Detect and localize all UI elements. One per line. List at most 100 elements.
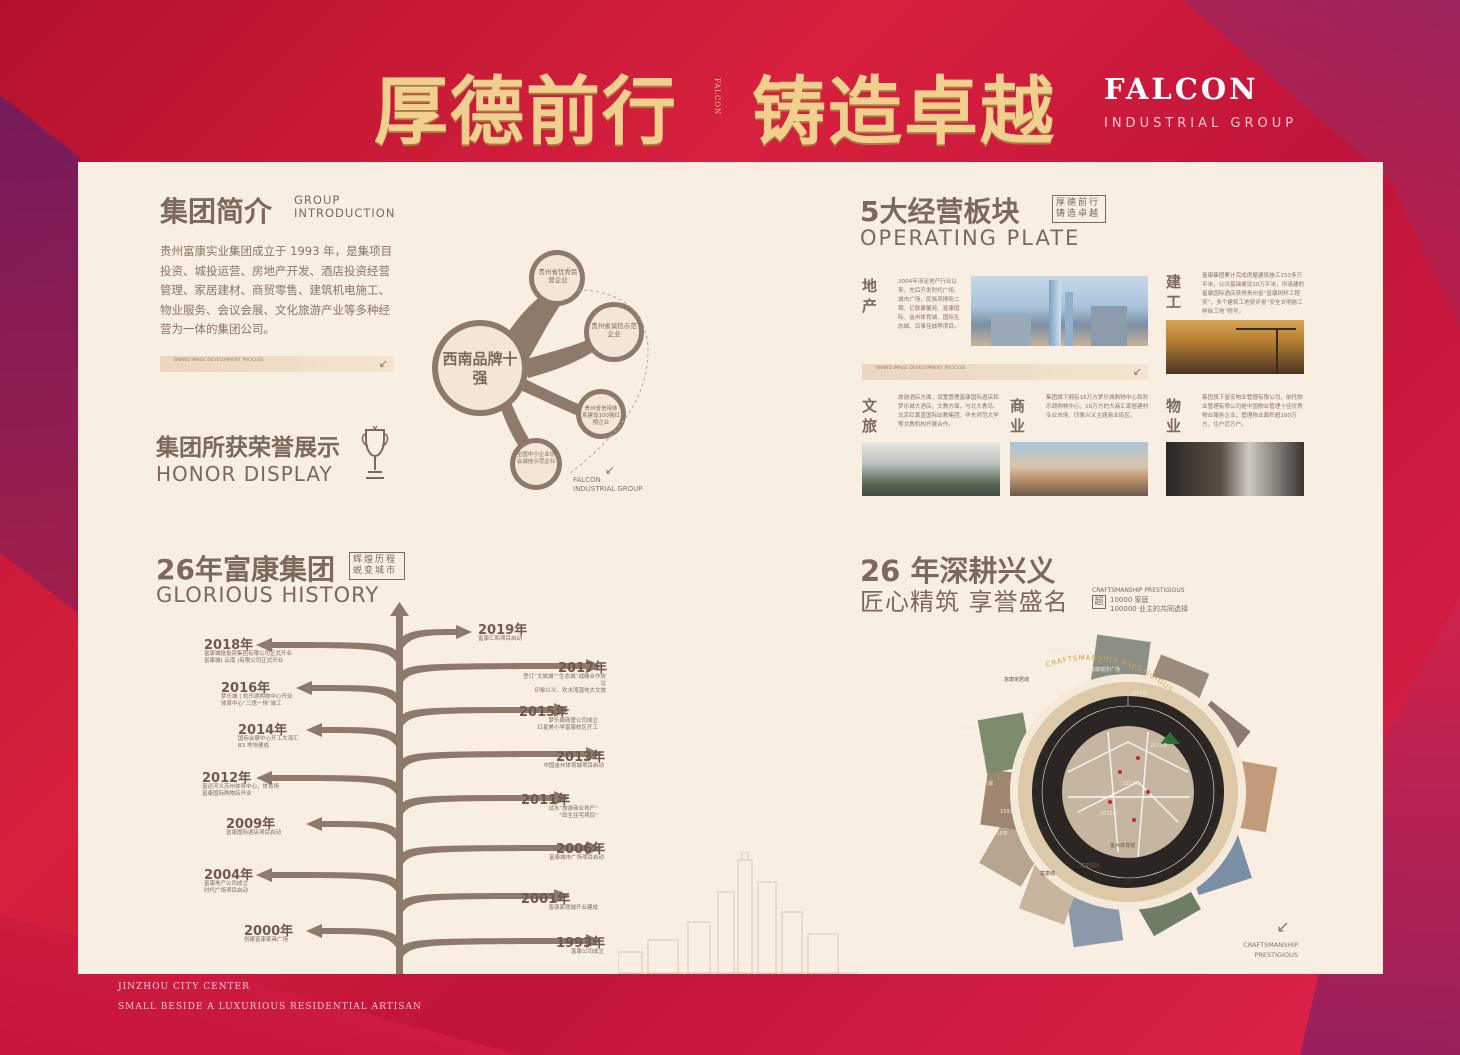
deep-title: 26 年深耕兴义 [860,554,1056,588]
honor-item-3: 贵州省信用体系建设100强红榜企业 [582,406,620,426]
timeline-desc-2011: 试水“旅游商业地产”“田生住宅项目” [548,806,598,819]
photo-mountains [862,442,1000,496]
wheel-label: 2013年 [1100,811,1118,817]
timeline-year-2018: 2018年 [204,638,254,653]
intro-strip-text: BRAND IMAGE DEVELOPMENT PROCESS [174,358,264,363]
deep-note-line2: 100000 业主的共同选择 [1110,605,1188,613]
segment-text-commerce: 集团旗下拥有16万方梦乐城购物中心和欢乐颂购物中心，10万方的大商汇家居建材专业… [1046,395,1149,419]
timeline-year-2014: 2014年 [238,723,288,738]
segment-label-commerce: 商业 [1010,397,1026,435]
history-tag: 辉煌历程蜕变城市 [349,552,405,580]
operating-strip: BRAND IMAGE DEVELOPMENT PROCESS ↙ [862,364,1148,380]
segment-label-culture: 文旅 [862,397,878,435]
segment-label-realestate: 地产 [862,277,878,315]
honor-center-label: 西南品牌十强 [442,350,518,387]
intro-text: 贵州富康实业集团成立于 1993 年，是集项目投资、城投运营、房地产开发、酒店投… [160,244,393,336]
operating-title-en: OPERATING PLATE [860,226,1081,250]
photo-tower [1049,280,1061,346]
timeline-desc-2016: 梦乐城 | 欢乐颂购物中心开业体育中心“三馆一场”竣工 [221,694,293,707]
timeline-year-2013: 2013年 [556,750,606,765]
timeline-desc-2015: 梦乐城商管公司成立红星美小学富康校区开工 [537,718,598,731]
timeline-desc-2012: 富运河义苏州体育中心，体育场富康国际购物店开业 [202,784,280,797]
honor-molecule [432,250,649,490]
timeline-desc-2013: 中国金州体育城项目启动 [543,763,604,769]
wheel-label: 2004年 [968,755,986,761]
crafts-bottom-line2: PRESTIGIOUS [1254,951,1298,959]
city-skyline-illustration [618,852,858,974]
arrow-down-left-icon: ↙ [378,357,388,370]
segment-label-construction: 建工 [1166,273,1182,311]
honor-title-en: HONOR DISPLAY [156,462,333,486]
timeline-year-2009: 2009年 [226,817,276,832]
photo-commercial-street [1010,442,1148,496]
timeline-desc-2000: 创建富康家具广场 [244,937,289,943]
deep-note-line1: 10000 家庭 [1110,596,1149,604]
operating-title: 5大经营板块 [860,195,1020,228]
segment-text-construction: 富康集团累计完成房屋建筑施工150多万平米，公共基础建设10万平米，所承建的富康… [1202,273,1305,315]
timeline-desc-2018: 富康城投投资集团有限公司正式开业富康城( 云南 )有限公司正式开业 [204,651,293,664]
timeline-year-2017: 2017年 [558,661,608,676]
honor-title: 集团所获荣誉展示 [156,435,340,461]
photo-skyline [971,276,1148,346]
arrow-down-left-icon: ↙ [1276,917,1290,936]
operating-tag: 厚德前行铸造卓越 [1052,195,1106,223]
photo-construction [1166,320,1304,374]
photo-building-2 [1091,306,1127,346]
footer-line2: SMALL BESIDE A LUXURIOUS RESIDENTIAL ART… [118,1002,422,1012]
deep-note-title: CRAFTSMANSHIP PRESTIGIOUS [1092,587,1185,594]
intro-title-en: GROUP INTRODUCTION [294,194,395,220]
history-title: 26年富康集团 [156,553,335,586]
segment-text-culture: 旅游酒店方面，设置管理富康国际酒店和梦乐城大酒店、文教方面，与北大青鸟、北京红黄… [898,395,999,428]
arrow-down-left-icon: ↙ [605,463,616,477]
brand-subtitle: INDUSTRIAL GROUP [1104,116,1298,131]
header-title-right: 铸造卓越 [752,69,1056,155]
header-vertical-text: FALCON [713,78,721,116]
segment-label-property: 物业 [1166,397,1182,435]
history-title-en: GLORIOUS HISTORY [156,583,380,607]
timeline-year-2011: 2011年 [521,793,571,808]
timeline-desc-2004: 富康地产公司成立时代广场项目启动 [204,881,249,894]
timeline-year-2006: 2006年 [556,842,606,857]
arrow-down-left-icon: ↙ [1132,365,1142,378]
wheel-label: 富康家居城 [1004,677,1030,683]
wheel-label: 2006年 [1130,691,1148,697]
intro-en-line2: INTRODUCTION [294,206,396,220]
timeline-year-2015: 2015年 [519,705,569,720]
timeline-desc-2009: 富康国际酒店项目启动 [226,830,282,836]
intro-title: 集团简介 [160,195,273,228]
honor-item-4: 全国中小企业协会诚信示范企业 [516,452,556,465]
timeline-desc-2006: 富康城市广场项目启动 [548,855,604,861]
timeline-desc-2019: 富康汇和项目启动 [478,636,523,642]
timeline-desc-2001: 富康家居城开业建成 [548,905,598,911]
wheel-label: 金州体育城 [1110,843,1136,849]
wheel-label: 梦乐城 [978,781,994,787]
timeline-year-1993: 1993年 [556,936,606,951]
main-panel: 集团简介 GROUP INTRODUCTION 贵州富康实业集团成立于 1993… [78,162,1383,974]
photo-crane [1236,328,1296,330]
timeline-year-2000: 2000年 [244,924,294,939]
wheel-label: 富康国际 [1080,863,1101,869]
deep-badge: 超 [1092,595,1106,609]
wheel-label: 1993年 [1000,809,1018,815]
timeline-year-2012: 2012年 [202,771,252,786]
wheel-label: 2009年 [960,725,978,731]
wheel-label: 2011年 [1150,743,1168,749]
timeline-year-2016: 2016年 [221,681,271,696]
intro-en-line1: GROUP [294,193,341,207]
timeline-desc-1993: 富康公司成立 [570,949,604,955]
honor-item-2: 贵州省诚信示范企业 [591,322,637,338]
header-title-left: 厚德前行 [374,69,678,155]
project-wheel: CRAFTSMANSHIP PRESTIGIOUS [977,634,1278,948]
photo-crane-mast [1276,328,1278,374]
crafts-bottom-line1: CRAFTSMANSHIP [1243,941,1298,949]
photo-tower-2 [1065,292,1073,346]
timeline-trunk [256,602,602,974]
wheel-label: 富康时代广场 [1050,649,1081,655]
deep-note: 10000 家庭 100000 业主的共同选择 [1110,596,1188,614]
wheel-label: 富康城 [1040,871,1056,877]
honor-item-1: 贵州省优秀民营企业 [538,268,578,284]
timeline-year-2019: 2019年 [478,623,528,638]
photo-service [1166,442,1304,496]
timeline-year-2001: 2001年 [521,892,571,907]
